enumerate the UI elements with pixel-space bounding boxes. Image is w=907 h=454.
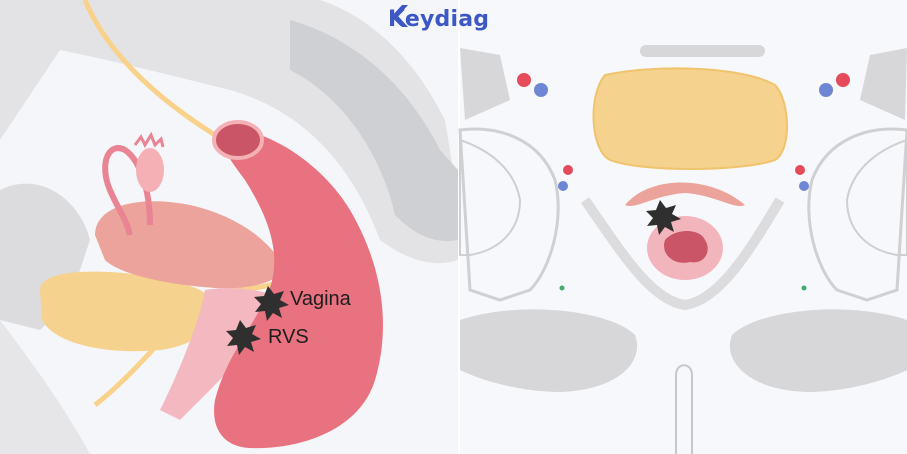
label-rvs: RVS [268, 326, 309, 348]
left-acetabulum [458, 127, 560, 302]
rectum-lumen [212, 120, 264, 160]
right-vein [819, 83, 833, 97]
right-femoral-head [845, 138, 907, 256]
uterus [95, 201, 283, 289]
bladder [40, 271, 218, 352]
rectum-lumen-axial [664, 231, 708, 263]
right-pubic-ramus [860, 48, 907, 120]
left-femoral-head [459, 138, 522, 256]
pelvic-floor-muscle [580, 197, 785, 311]
left-pubic-ramus [460, 48, 510, 120]
keydiag-logo: Keydiag [388, 4, 489, 34]
sagittal-view [0, 0, 458, 454]
lesion-vagina [254, 286, 289, 321]
keydiag-chevron-icon [392, 5, 408, 27]
left-artery [517, 73, 531, 87]
right-small-vein [799, 181, 809, 191]
left-small-artery [563, 165, 573, 175]
right-small-artery [795, 165, 805, 175]
lesion-axial [646, 200, 681, 235]
right-artery [836, 73, 850, 87]
left-gluteal [460, 309, 638, 392]
fimbriae [133, 131, 165, 149]
left-nerve [559, 285, 565, 291]
ovary [136, 148, 164, 192]
vagina-axial [625, 182, 745, 207]
brand-name: Keydiag [388, 6, 490, 32]
pubic-symphysis [640, 45, 765, 57]
right-nerve [801, 285, 807, 291]
lesion-rvs [226, 320, 261, 355]
right-gluteal [729, 309, 907, 392]
right-acetabulum [807, 127, 907, 302]
label-vagina: Vagina [290, 288, 351, 310]
bladder-axial [592, 67, 788, 170]
left-small-vein [558, 181, 568, 191]
intergluteal-cleft [675, 364, 693, 454]
soft-tissue-lower [0, 320, 90, 454]
sacrum-bone [290, 20, 458, 241]
left-vein [534, 83, 548, 97]
rectum [214, 129, 383, 449]
axial-view [458, 0, 907, 454]
